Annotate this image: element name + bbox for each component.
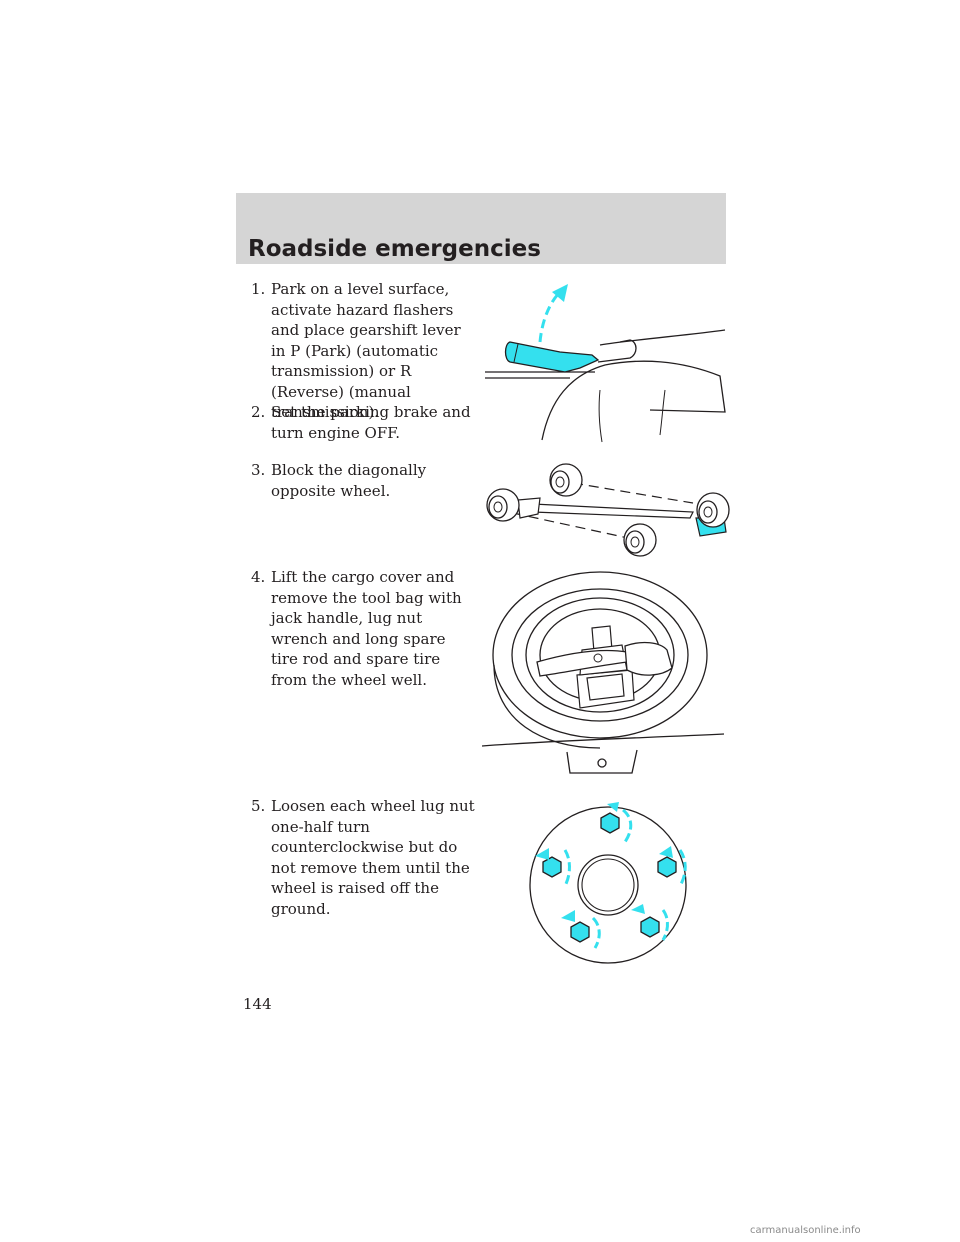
- step-5: 5. Loosen each wheel lug nut one-half tu…: [251, 796, 476, 919]
- arrow-up-icon: [538, 284, 568, 343]
- step-number: 2.: [251, 403, 266, 421]
- wrench-icon: [536, 641, 673, 677]
- step-text: Park on a level surface, activate hazard…: [271, 280, 461, 421]
- step-text: Lift the cargo cover and remove the tool…: [271, 568, 462, 689]
- wheel-icon: [486, 488, 520, 522]
- wheel-icon: [623, 523, 657, 557]
- wheel-block-illustration: [486, 463, 730, 557]
- section-header: Roadside emergencies: [236, 193, 726, 264]
- parking-brake-illustration: [485, 284, 726, 443]
- brake-lever-icon: [504, 341, 600, 373]
- wheel-icon: [549, 463, 583, 497]
- step-1: 1. Park on a level surface, activate haz…: [251, 279, 476, 423]
- step-number: 3.: [251, 461, 266, 479]
- step-text: Set the parking brake and turn engine OF…: [271, 403, 471, 442]
- lug-nut-icon: [542, 812, 677, 943]
- footer-watermark: carmanualsonline.info: [750, 1225, 861, 1236]
- step-4: 4. Lift the cargo cover and remove the t…: [251, 567, 476, 690]
- step-number: 1.: [251, 280, 266, 298]
- step-2: 2. Set the parking brake and turn engine…: [251, 402, 476, 443]
- lug-nut-illustration: [529, 802, 687, 964]
- step-text: Loosen each wheel lug nut one-half turn …: [271, 797, 475, 918]
- step-number: 4.: [251, 568, 266, 586]
- step-3: 3. Block the diagonally opposite wheel.: [251, 460, 476, 501]
- counterclockwise-arrow-icon: [563, 808, 687, 949]
- step-number: 5.: [251, 797, 266, 815]
- page-number: 144: [243, 995, 272, 1013]
- spare-tire-illustration: [482, 571, 725, 774]
- wheel-icon: [696, 492, 730, 528]
- step-text: Block the diagonally opposite wheel.: [271, 461, 427, 500]
- section-title: Roadside emergencies: [248, 236, 541, 262]
